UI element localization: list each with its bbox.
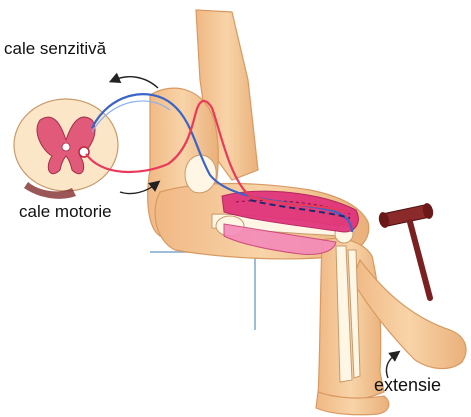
sensory-arrow-icon bbox=[114, 77, 158, 88]
reflex-hammer-icon bbox=[377, 202, 434, 298]
motor-path-label: cale motorie bbox=[19, 203, 112, 220]
chair bbox=[150, 252, 320, 330]
extension-label: extensie bbox=[374, 376, 441, 394]
sensory-path-label: cale senzitivă bbox=[4, 40, 106, 57]
